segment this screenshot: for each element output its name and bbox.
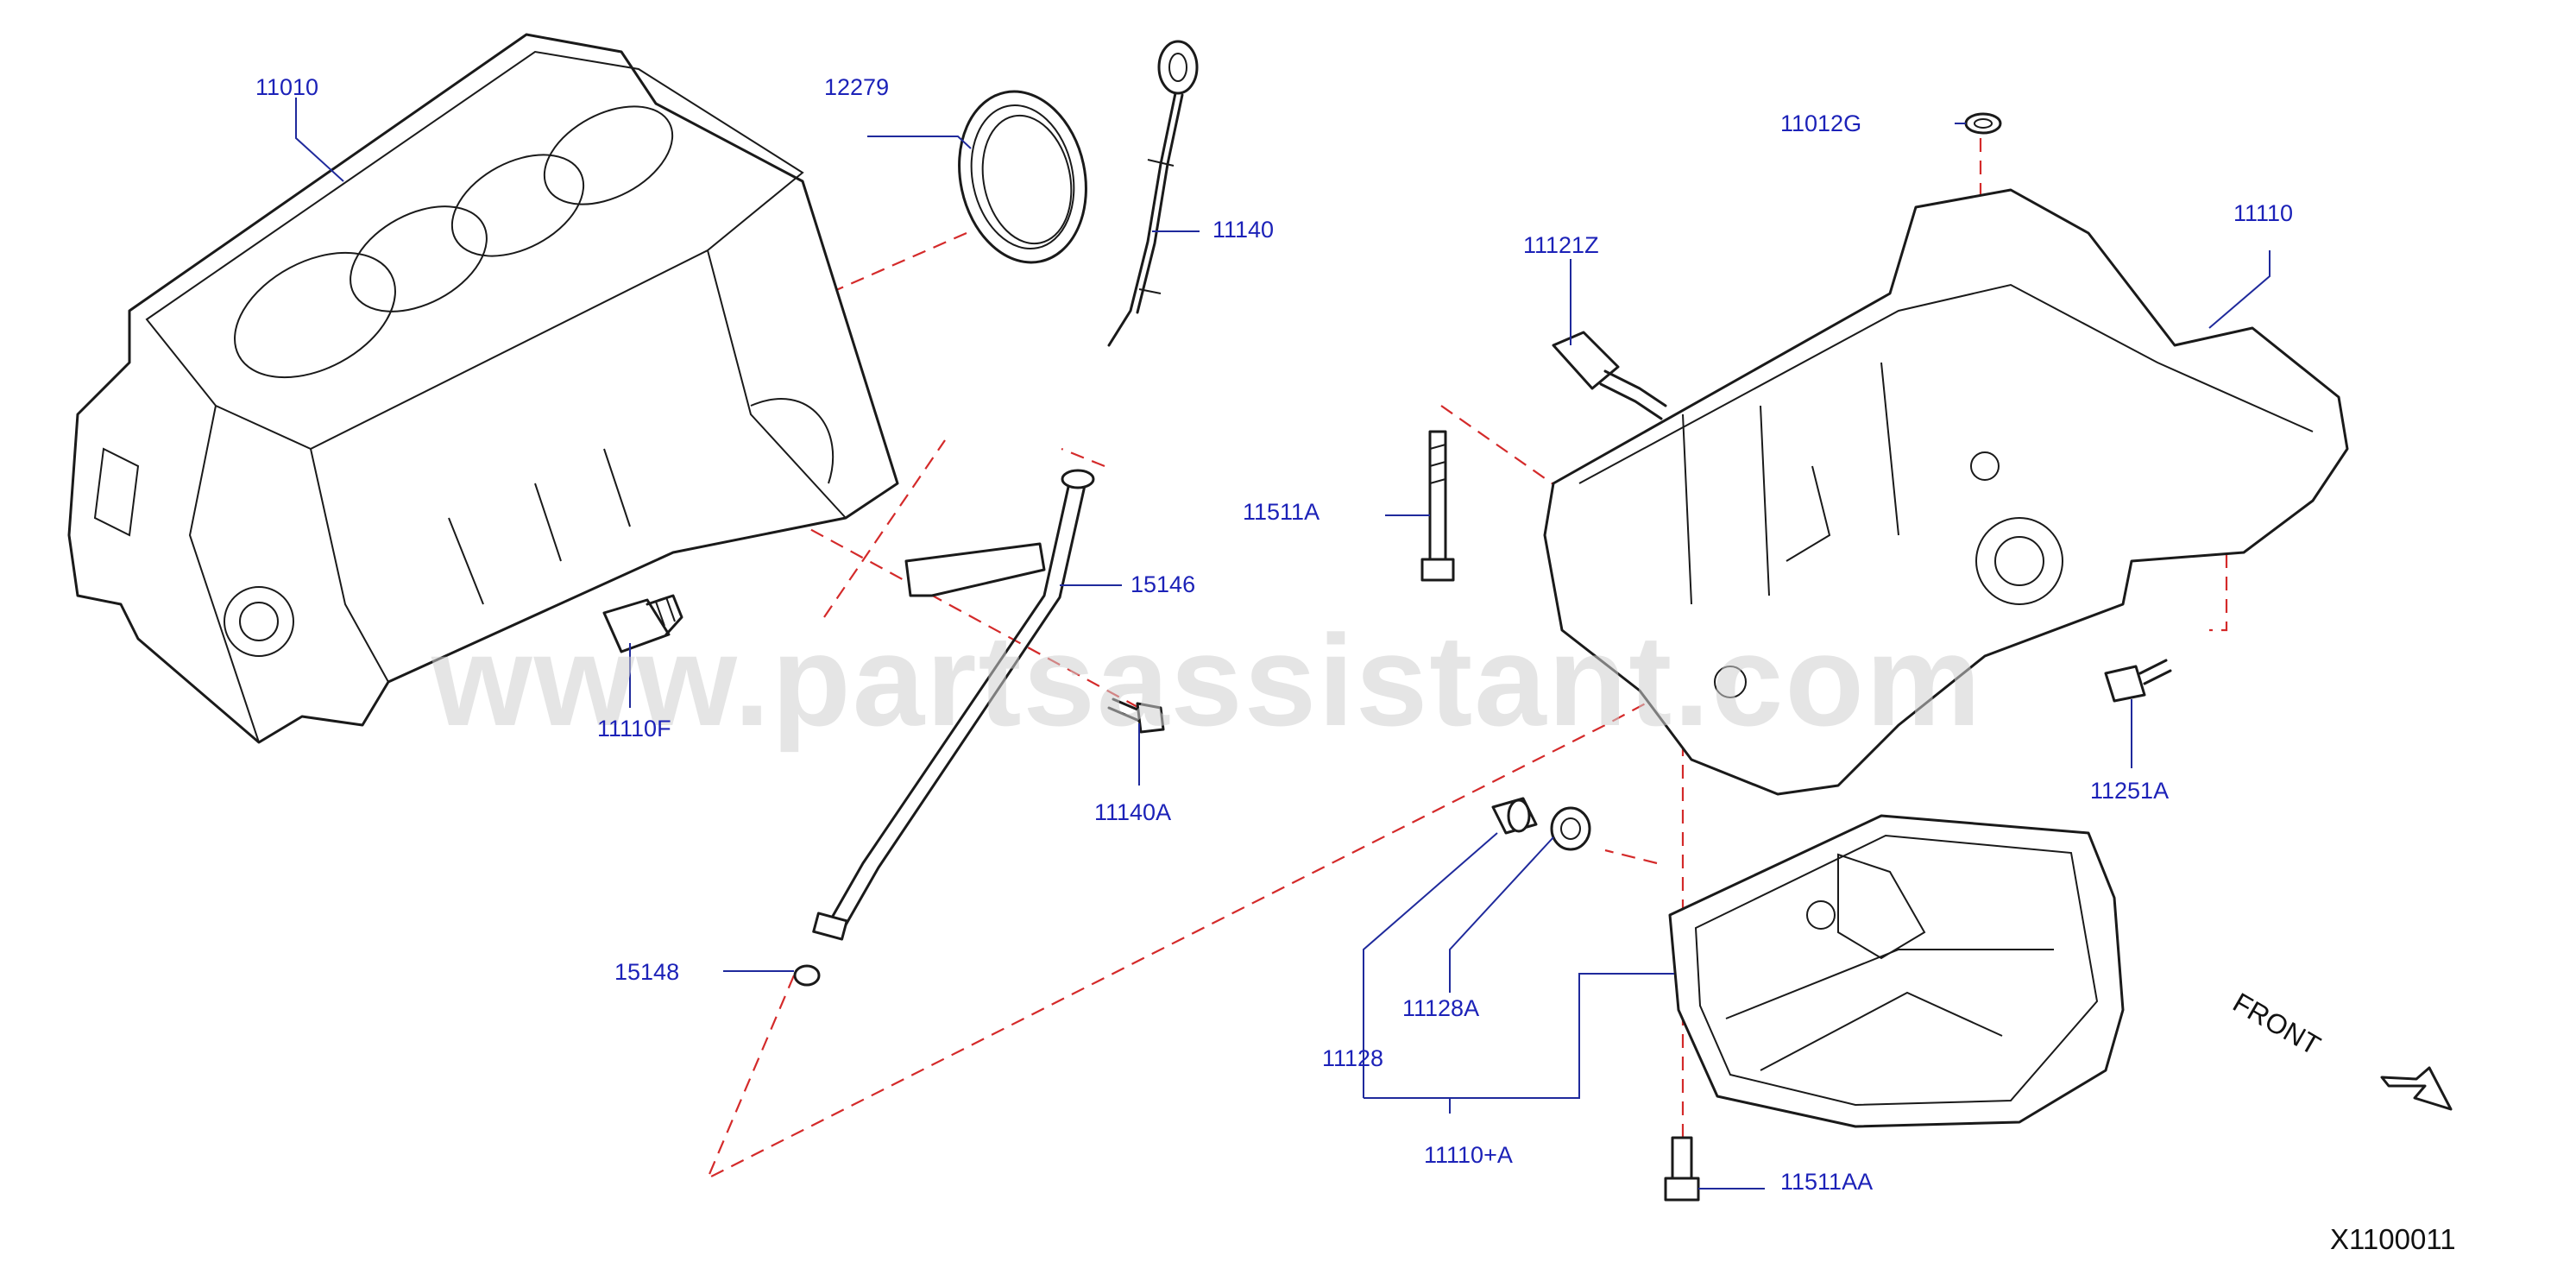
label-11012g[interactable]: 11012G — [1780, 110, 1861, 136]
oil-seal-12279[interactable] — [944, 79, 1101, 274]
diagram-code: X1100011 — [2330, 1223, 2456, 1255]
label-11140[interactable]: 11140 — [1212, 217, 1274, 243]
label-11511aa[interactable]: 11511AA — [1780, 1169, 1873, 1195]
leader-lines — [295, 98, 2271, 1190]
washer-11012g[interactable] — [1964, 112, 2002, 135]
label-11128a[interactable]: 11128A — [1402, 995, 1479, 1021]
label-11128[interactable]: 11128 — [1322, 1045, 1383, 1071]
oil-pan-upper-11110[interactable] — [1543, 188, 2349, 796]
bolt-11511aa[interactable] — [1664, 1136, 1700, 1202]
label-11251a[interactable]: 11251A — [2090, 778, 2169, 804]
o-ring-15148[interactable] — [793, 964, 821, 987]
bolt-11511a[interactable] — [1420, 430, 1455, 582]
front-arrow — [2380, 1066, 2453, 1111]
label-11010[interactable]: 11010 — [255, 74, 318, 100]
cylinder-block-11010[interactable] — [67, 33, 899, 744]
front-label: FRONT — [2228, 987, 2326, 1061]
bolt-11110f[interactable] — [602, 594, 683, 653]
label-15148[interactable]: 15148 — [614, 959, 679, 985]
label-11121z[interactable]: 11121Z — [1523, 232, 1599, 258]
label-11110[interactable]: 11110 — [2233, 200, 2293, 226]
watermark-text: www.partsassistant.com — [431, 608, 1982, 753]
bolt-11140a[interactable] — [1107, 697, 1165, 734]
dipstick-11140[interactable] — [1107, 40, 1199, 347]
drain-plug-11128[interactable] — [1491, 797, 1538, 835]
sensor-11121z[interactable] — [1552, 331, 1667, 420]
oil-pan-lower[interactable] — [1668, 814, 2125, 1128]
label-11110a-kit[interactable]: 11110+A — [1424, 1142, 1513, 1168]
label-11511a[interactable]: 11511A — [1243, 499, 1319, 525]
bolt-11251a[interactable] — [2104, 659, 2172, 703]
label-11140a[interactable]: 11140A — [1094, 799, 1171, 825]
label-12279[interactable]: 12279 — [824, 74, 889, 100]
label-15146[interactable]: 15146 — [1131, 571, 1195, 597]
guide-tube-15146[interactable] — [812, 469, 1095, 941]
washer-11128a[interactable] — [1550, 806, 1591, 851]
label-11110f[interactable]: 11110F — [597, 716, 671, 741]
